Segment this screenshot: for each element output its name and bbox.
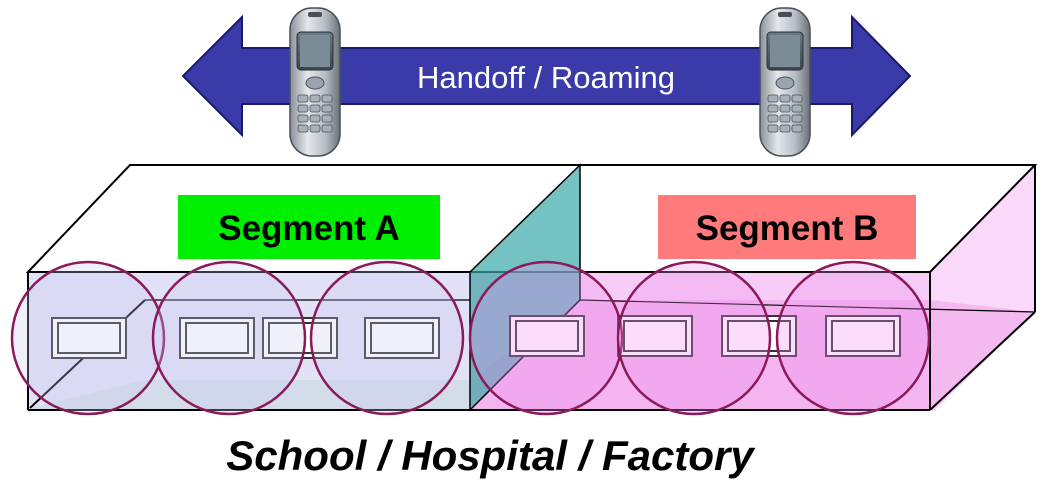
mobile-phone-icon [289,7,341,157]
window [364,317,440,359]
segment-b-label: Segment B [696,209,879,248]
handoff-label: Handoff / Roaming [417,60,675,95]
coverage-circle [775,260,931,416]
coverage-circle [616,260,772,416]
window [825,315,901,357]
windows [51,315,901,359]
window [509,315,585,357]
segment-a-badge: Segment A [178,195,440,259]
segment-a-label: Segment A [218,209,400,248]
coverage-circle [309,260,465,416]
handoff-arrow: Handoff / Roaming [181,14,912,138]
window [617,315,693,357]
segment-b-badge: Segment B [658,195,916,259]
segment-b-side [930,165,1035,410]
diagram-caption: School / Hospital / Factory [226,432,756,479]
coverage-cells [10,260,931,416]
coverage-circle [10,260,166,416]
window [51,317,127,359]
window [721,315,797,357]
window [179,317,255,359]
segment-divider-pane [469,163,581,412]
mobile-phone-icon [759,7,811,157]
coverage-circle [151,260,307,416]
window [262,317,338,359]
coverage-circle [468,260,624,416]
